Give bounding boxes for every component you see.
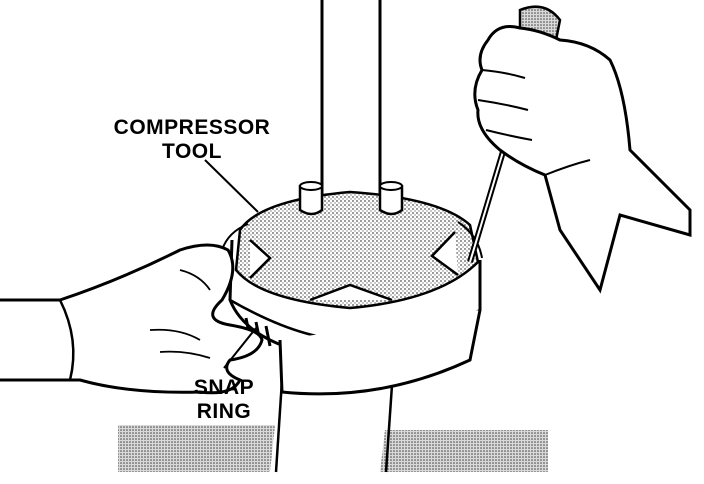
compressor-label-line1: COMPRESSOR (113, 116, 271, 139)
compressor-plate (234, 181, 480, 310)
snap-label-line1: SNAP (193, 376, 255, 399)
press-bed (118, 379, 548, 473)
compressor-tool-leader (204, 159, 259, 213)
clutch-drum (221, 221, 483, 396)
right-hand-with-screwdriver (467, 5, 692, 294)
snap-label-line2: RING (196, 400, 252, 423)
compressor-tool-label: COMPRESSOR TOOL (112, 116, 272, 164)
left-hand (0, 243, 264, 395)
snap-ring-leader (223, 327, 257, 369)
snap-ring-label: SNAP RING (184, 376, 264, 424)
compressor-label-line2: TOOL (162, 140, 222, 163)
